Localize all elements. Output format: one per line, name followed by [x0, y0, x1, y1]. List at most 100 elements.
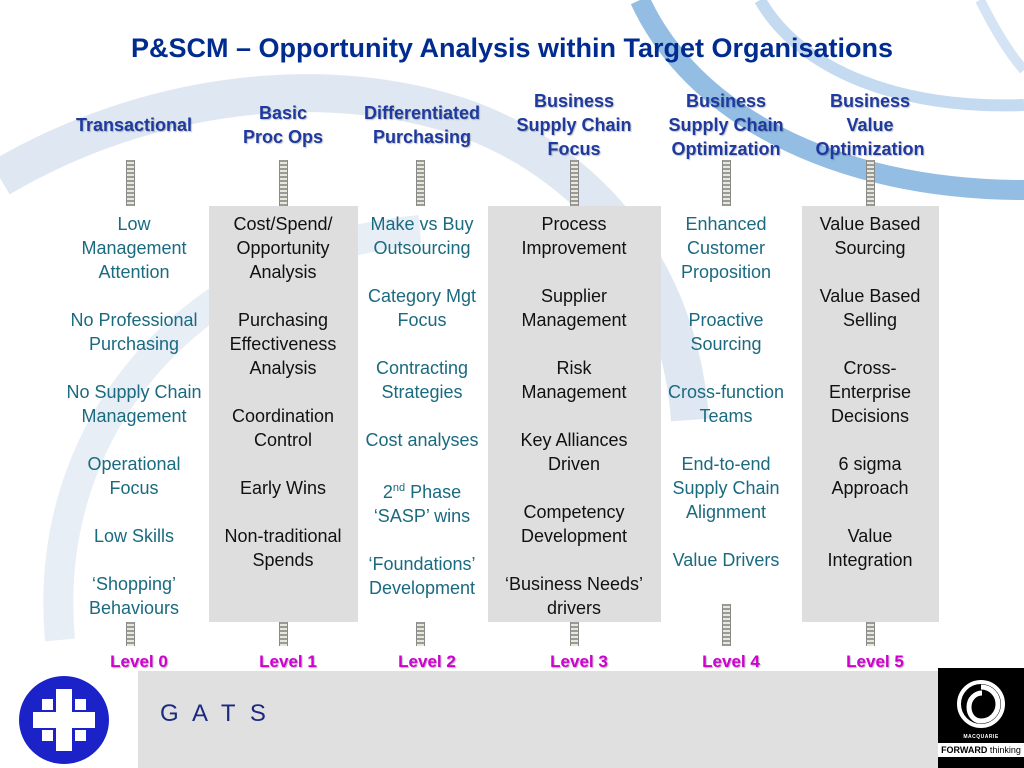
level-label: Level 0: [110, 652, 168, 671]
list-item: Cost analyses: [357, 428, 487, 452]
top-connector: [866, 160, 875, 206]
list-item-line: Key Alliances: [520, 430, 628, 450]
list-item-line: Management: [521, 382, 627, 402]
list-item-line: ‘Business Needs’: [504, 574, 644, 594]
footer-bar: [0, 671, 1024, 768]
list-item-line: Strategies: [381, 382, 463, 402]
list-item: ‘Shopping’Behaviours: [59, 572, 209, 620]
list-item-line: Spends: [252, 550, 314, 570]
level-label: Level 5: [846, 652, 904, 671]
column-heading-line: Business: [829, 91, 911, 111]
list-item-line: Cross-: [843, 358, 897, 378]
column-heading-line: Focus: [547, 139, 601, 159]
list-item-line: Sourcing: [690, 334, 762, 354]
list-item-line: Approach: [831, 478, 909, 498]
column-panel: [209, 206, 358, 622]
list-item-line: Focus: [109, 478, 159, 498]
list-item-line: Proactive: [688, 310, 764, 330]
macquarie-ring-icon: [957, 680, 1005, 728]
column-panel: [802, 206, 939, 622]
list-item: Low Skills: [59, 524, 209, 548]
list-item-line: Make vs Buy: [370, 214, 474, 234]
list-item-line: Supplier: [540, 286, 608, 306]
list-item: Value Drivers: [651, 548, 801, 572]
top-connector: [722, 160, 731, 206]
list-item-line: Value Drivers: [672, 550, 780, 570]
list-item-line: Customer: [686, 238, 766, 258]
bottom-connector: [279, 622, 288, 646]
list-item-line: Value: [847, 526, 893, 546]
list-item-line: Purchasing: [88, 334, 180, 354]
list-item-line: Cross-function: [667, 382, 785, 402]
list-item: ‘Foundations’Development: [357, 552, 487, 600]
list-item-line: Focus: [397, 310, 447, 330]
column-heading-line: Supply Chain: [668, 115, 784, 135]
bottom-connector: [416, 622, 425, 646]
list-item-line: Alignment: [685, 502, 767, 522]
list-item-line: Management: [81, 406, 187, 426]
bottom-connector: [570, 622, 579, 646]
column-heading-line: Basic: [258, 103, 308, 123]
list-item-line: Outsourcing: [373, 238, 471, 258]
list-item-line: ‘Shopping’: [91, 574, 177, 594]
list-item-line: Value Based: [819, 286, 921, 306]
list-item-line: Management: [521, 310, 627, 330]
column-heading-line: Business: [533, 91, 615, 111]
bottom-connector: [866, 622, 875, 646]
list-item-line: No Supply Chain: [66, 382, 202, 402]
level-label: Level 3: [550, 652, 608, 671]
list-item-line: Competency: [523, 502, 625, 522]
list-item-line: Operational: [87, 454, 181, 474]
list-item: 2nd Phase ‘SASP’ wins: [357, 476, 487, 528]
list-item-line: Cost analyses: [365, 430, 479, 450]
column-panel: [488, 206, 661, 622]
macquarie-tagline-rest: thinking: [987, 745, 1021, 755]
macquarie-tagline-bold: FORWARD: [941, 745, 988, 755]
list-item-line: Process: [541, 214, 607, 234]
column-heading-line: Purchasing: [372, 127, 472, 147]
list-item-line: Driven: [547, 454, 600, 474]
level-label: Level 1: [259, 652, 317, 671]
column-heading-line: Business: [685, 91, 767, 111]
list-item-line: Analysis: [249, 262, 317, 282]
top-connector: [570, 160, 579, 206]
list-item-line: Supply Chain: [672, 478, 780, 498]
list-item-line: Proposition: [680, 262, 772, 282]
list-item-line: Coordination: [231, 406, 335, 426]
list-item-line: ‘SASP’ wins: [373, 506, 471, 526]
list-item-line: Attention: [98, 262, 170, 282]
column-heading-line: Supply Chain: [516, 115, 632, 135]
column-heading-line: Optimization: [815, 139, 925, 159]
list-item-line: 2nd Phase: [382, 482, 462, 502]
list-item-line: Cost/Spend/: [233, 214, 333, 234]
gats-name: G A T S: [160, 700, 270, 727]
list-item-line: 6 sigma: [838, 454, 902, 474]
